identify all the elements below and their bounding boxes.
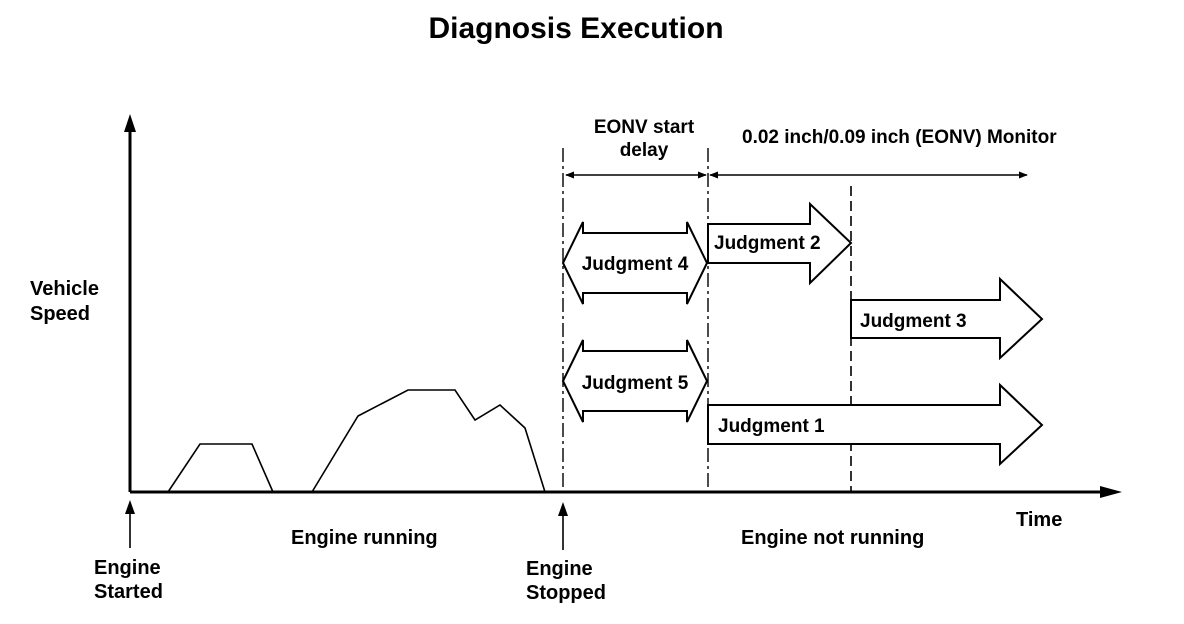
judgment-5-arrow xyxy=(561,339,709,423)
x-axis-arrowhead xyxy=(1100,486,1122,498)
judgment-2-arrow xyxy=(707,201,853,286)
engine-stopped-label-line1: Engine xyxy=(526,558,593,580)
judgment-2-label: Judgment 2 xyxy=(714,233,821,254)
engine-started-arrowhead xyxy=(125,500,135,514)
x-axis-label: Time xyxy=(1016,509,1062,531)
monitor-label: 0.02 inch/0.09 inch (EONV) Monitor xyxy=(742,127,1057,148)
judgment-1-arrow xyxy=(707,382,1044,467)
judgment-5-label: Judgment 5 xyxy=(582,373,689,394)
speed-trace-segment-2 xyxy=(311,389,546,493)
engine-not-running-label: Engine not running xyxy=(741,527,924,549)
judgment-3-arrow xyxy=(850,276,1044,361)
engine-started-label-line1: Engine xyxy=(94,557,161,579)
engine-started-label-line2: Started xyxy=(94,581,163,603)
diagram-title: Diagnosis Execution xyxy=(428,12,723,45)
engine-stopped-arrowhead xyxy=(558,502,568,516)
judgment-3-label: Judgment 3 xyxy=(860,311,967,332)
y-axis-label-line2: Speed xyxy=(30,303,90,325)
eonv-delay-label-line1: EONV start xyxy=(594,117,695,138)
y-axis-arrowhead xyxy=(124,114,136,132)
engine-running-label: Engine running xyxy=(291,527,438,549)
judgment-1-label: Judgment 1 xyxy=(718,416,825,437)
y-axis-label-line1: Vehicle xyxy=(30,278,99,300)
eonv-delay-label-line2: delay xyxy=(620,140,669,161)
engine-stopped-label-line2: Stopped xyxy=(526,582,606,604)
judgment-4-label: Judgment 4 xyxy=(582,254,689,275)
speed-trace-segment-1 xyxy=(167,443,274,493)
